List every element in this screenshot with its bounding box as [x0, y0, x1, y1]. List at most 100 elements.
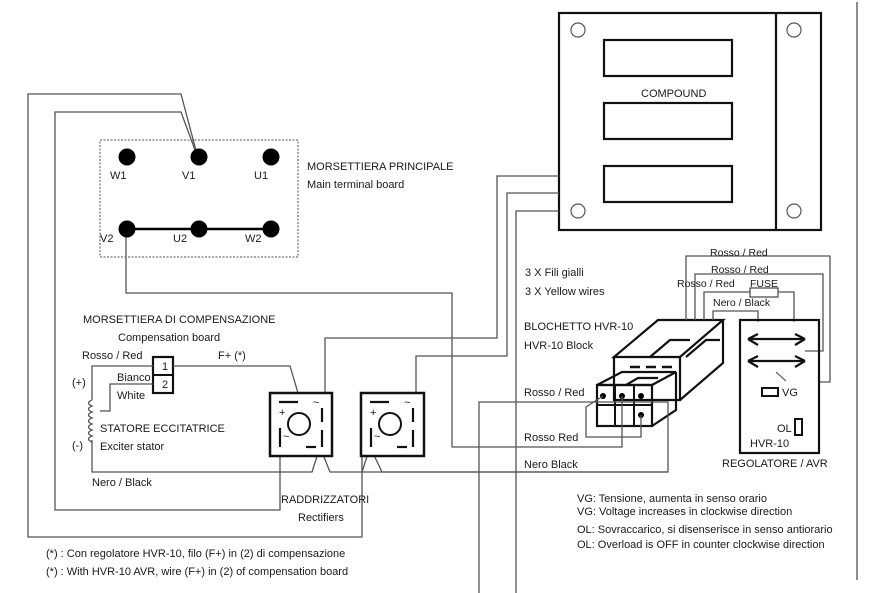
footnote-it: (*) : Con regolatore HVR-10, filo (F+) i… [46, 548, 345, 560]
regulator-avr: VG OL HVR-10 [738, 318, 821, 455]
exciter-plus: (+) [72, 377, 86, 389]
pot-symbol [747, 355, 806, 368]
hvr-block-en: HVR-10 Block [524, 340, 594, 352]
connector-black-label: Nero Black [524, 459, 578, 471]
terminal-u2 [190, 220, 208, 238]
label-w1: W1 [110, 170, 127, 182]
wire-connector-loop [585, 395, 642, 438]
comp-wire-fplus: F+ (*) [218, 350, 246, 362]
rectifier-ac: ~ [313, 397, 319, 409]
rectifiers-title-it: RADDRIZZATORI [281, 494, 369, 506]
yellow-wires-it: 3 X Fili gialli [525, 267, 584, 279]
note-vg-en: VG: Voltage increases in clockwise direc… [577, 506, 792, 518]
wire-v1-inner [54, 111, 281, 511]
comp-terminal-1: 1 [162, 361, 168, 373]
yellow-wire-2 [415, 192, 559, 393]
compound-winding [602, 164, 734, 204]
terminal-w1 [118, 148, 136, 166]
label-v1: V1 [182, 170, 195, 182]
rectifiers-title-en: Rectifiers [298, 512, 344, 524]
label-u1: U1 [254, 170, 268, 182]
comp-board-title-en: Compensation board [118, 332, 220, 344]
comp-wire-red: Rosso / Red [82, 350, 143, 362]
hvr-block-it: BLOCHETTO HVR-10 [524, 321, 633, 333]
compound-winding [602, 101, 734, 141]
mount-hole [570, 203, 586, 219]
mount-hole [786, 203, 802, 219]
regulator-title: REGOLATORE / AVR [722, 458, 828, 470]
rectifier-ac: ~ [283, 431, 289, 443]
avr-wire-red-2: Rosso / Red [711, 264, 769, 276]
ol-label: OL [777, 423, 792, 435]
pot-symbol [747, 333, 806, 346]
yellow-wire-3 [515, 210, 559, 593]
pin [638, 393, 644, 399]
mount-hole [786, 22, 802, 38]
rectifier-ac: ~ [404, 397, 410, 409]
rectifier-ac: ~ [374, 431, 380, 443]
exciter-coil-icon [87, 399, 94, 443]
terminal-u1 [262, 148, 280, 166]
wire-red-3 [703, 291, 750, 320]
wire-exciter-plus [91, 365, 153, 400]
note-vg-it: VG: Tensione, aumenta in senso orario [577, 493, 767, 505]
hvr10-block [595, 318, 726, 428]
compound-transformer: COMPOUND [557, 11, 823, 232]
terminal-board-outline [99, 139, 299, 258]
connector-red-label: Rosso / Red [524, 387, 585, 399]
wire-black [712, 310, 759, 322]
connector-red2-label: Rosso Red [524, 432, 578, 444]
wire-white [100, 383, 153, 412]
avr-wire-black: Nero / Black [713, 297, 771, 309]
wire-connector-black [361, 445, 668, 473]
compound-frame [557, 11, 823, 232]
main-board-title-en: Main terminal board [307, 179, 404, 191]
rectifier-plus: + [370, 407, 376, 419]
wire-fplus [173, 365, 299, 394]
vg-label: VG [782, 387, 798, 399]
compound-winding [602, 38, 734, 78]
rectifier-2: + ~ ~ [359, 391, 426, 458]
exciter-wire-black: Nero / Black [92, 477, 152, 489]
ol-trimmer[interactable] [794, 418, 803, 436]
rectifier-plus: + [279, 407, 285, 419]
main-terminal-board: W1 V1 U1 V2 U2 W2 [99, 139, 299, 258]
wire-fuse-out [778, 291, 795, 322]
note-ol-en: OL: Overload is OFF in counter clockwise… [577, 539, 825, 551]
avr-wire-red-1: Rosso / Red [710, 247, 768, 259]
compensation-terminals: 1 2 [151, 355, 175, 395]
rectifier-1: + ~ ~ [268, 391, 334, 458]
comp-board-title-it: MORSETTIERA DI COMPENSAZIONE [83, 314, 276, 326]
exciter-minus: (-) [72, 440, 83, 452]
label-w2: W2 [245, 233, 262, 245]
main-board-title-it: MORSETTIERA PRINCIPALE [307, 161, 454, 173]
wire-v2 [125, 230, 521, 448]
wire-red-2 [694, 273, 824, 352]
label-u2: U2 [173, 233, 187, 245]
comp-terminal-2: 2 [162, 379, 168, 391]
vg-trimmer[interactable] [761, 387, 779, 397]
terminal-w2 [262, 220, 280, 238]
avr-model: HVR-10 [750, 438, 789, 450]
comp-wire-white-it: Bianco [117, 372, 151, 384]
terminal-v2 [118, 220, 136, 238]
terminal-v1 [190, 148, 208, 166]
avr-wire-red-3: Rosso / Red [677, 278, 735, 290]
exciter-title-en: Exciter stator [100, 441, 165, 453]
yellow-wires-en: 3 X Yellow wires [525, 286, 605, 298]
wire-connector-red-2 [521, 396, 623, 448]
comp-wire-white-en: White [117, 390, 145, 402]
mount-hole [570, 22, 586, 38]
wire-red-1 [685, 255, 831, 383]
wire-v1-outer [27, 93, 363, 538]
avr-body [738, 318, 821, 455]
label-v2: V2 [100, 233, 113, 245]
exciter-title-it: STATORE ECCITATRICE [100, 423, 225, 435]
compound-label: COMPOUND [641, 88, 706, 100]
wire-exciter-minus [91, 440, 260, 473]
note-ol-it: OL: Sovraccarico, si disenserisce in sen… [577, 524, 833, 536]
yellow-wire-1 [324, 175, 559, 393]
fuse-label: FUSE [750, 278, 778, 290]
footnote-en: (*) : With HVR-10 AVR, wire (F+) in (2) … [46, 566, 348, 578]
